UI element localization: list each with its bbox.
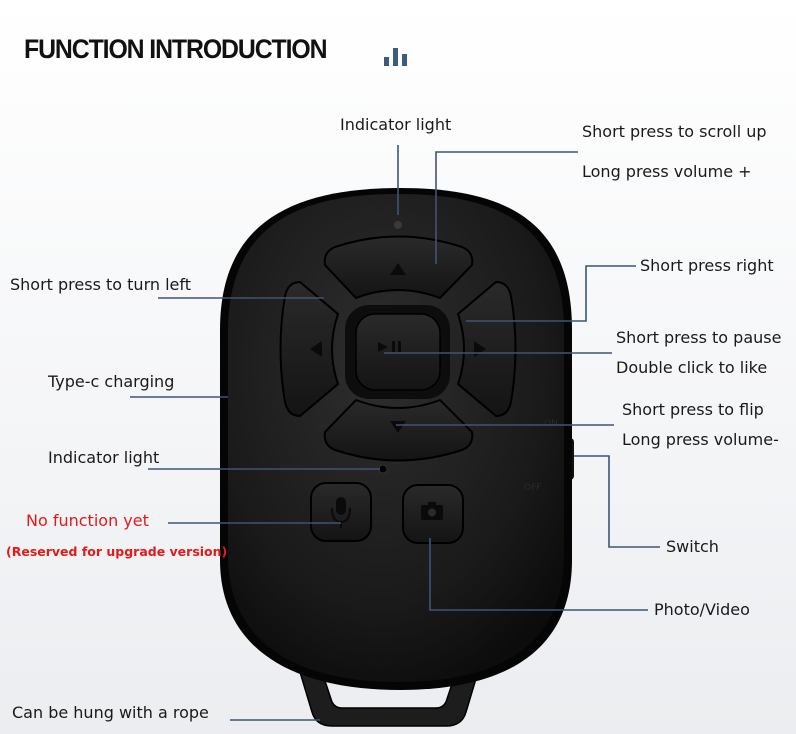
label-scroll-up: Short press to scroll up [582, 122, 767, 141]
label-type-c: Type-c charging [48, 372, 175, 391]
line-press-right [466, 265, 636, 322]
label-reserved: (Reserved for upgrade version) [6, 544, 228, 559]
switch-on-mark: ON [544, 419, 558, 429]
line-photo-video [429, 538, 648, 611]
indicator-light-top [394, 221, 402, 229]
label-indicator-light-top: Indicator light [340, 115, 452, 134]
label-rope: Can be hung with a rope [12, 703, 209, 722]
microphone-icon [331, 497, 351, 528]
label-indicator-light-bottom: Indicator light [48, 448, 160, 467]
label-volume-plus: Long press volume + [582, 162, 752, 181]
dpad-left-button [279, 280, 340, 418]
switch-off-mark: OFF [524, 483, 541, 493]
line-switch [574, 455, 660, 548]
left-arrow-icon [310, 341, 322, 357]
camera-icon [421, 502, 443, 520]
label-no-function: No function yet [26, 511, 149, 530]
label-switch: Switch [666, 537, 719, 556]
play-pause-icon [378, 341, 401, 353]
label-flip: Short press to flip [622, 400, 764, 419]
bar-chart-icon [384, 44, 414, 66]
down-arrow-icon [390, 421, 406, 433]
indicator-light-bottom [378, 464, 388, 474]
up-arrow-icon [390, 263, 406, 275]
label-turn-left: Short press to turn left [10, 275, 192, 294]
dpad-right-button [456, 280, 517, 418]
callout-lines [130, 145, 660, 721]
label-volume-minus: Long press volume- [622, 430, 779, 449]
line-scroll-up [435, 151, 578, 264]
label-pause: Short press to pause [616, 328, 782, 347]
label-photo-video: Photo/Video [654, 600, 750, 619]
label-double-click: Double click to like [616, 358, 768, 377]
page-title: FUNCTION INTRODUCTION [24, 34, 328, 64]
label-press-right: Short press right [640, 256, 774, 275]
